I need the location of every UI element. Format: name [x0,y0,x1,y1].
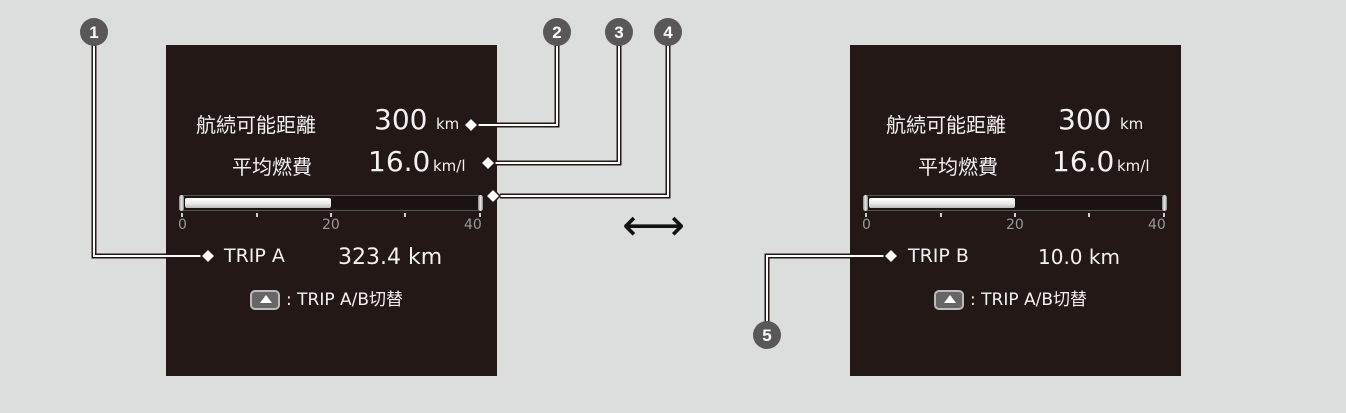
range-value: 300 [374,103,428,136]
trip-label: TRIP B [908,245,969,267]
fuel-gauge [179,195,483,211]
switch-hint: : TRIP A/B切替 [934,285,1087,310]
trip-switch-button-icon [250,290,280,310]
switch-text: : TRIP A/B切替 [286,290,404,310]
fuel-value: 16.0 [1052,145,1115,178]
display-panel-trip-b: 航続可能距離 300 km 平均燃費 16.0 km/l 0 20 40 TRI… [850,45,1181,376]
range-label: 航続可能距離 [196,113,316,137]
trip-label: TRIP A [224,245,285,267]
switch-text: : TRIP A/B切替 [970,290,1088,310]
fuel-label: 平均燃費 [918,155,998,179]
switch-hint: : TRIP A/B切替 [250,285,403,310]
range-label: 航続可能距離 [886,113,1006,137]
fuel-unit: km/l [1117,157,1150,175]
callout-2: 2 [552,23,561,42]
display-panel-trip-a: 航続可能距離 300 km 平均燃費 16.0 km/l 0 20 40 TRI… [166,45,497,376]
tick-label: 0 [178,217,187,233]
callout-5: 5 [762,326,771,345]
tick-label: 20 [322,217,340,233]
gauge-fill [185,198,331,208]
fuel-gauge [863,195,1167,211]
tick-label: 40 [1148,217,1166,233]
callout-1: 1 [89,23,98,42]
gauge-fill [869,198,1015,208]
trip-switch-button-icon [934,290,964,310]
tick-label: 40 [464,217,482,233]
callout-4: 4 [663,23,673,42]
tick-label: 0 [862,217,871,233]
tick-label: 20 [1006,217,1024,233]
fuel-label: 平均燃費 [232,155,312,179]
range-value: 300 [1058,103,1112,136]
trip-value: 10.0 km [1038,245,1120,269]
fuel-unit: km/l [433,157,466,175]
trip-value: 323.4 km [338,245,443,270]
callout-3: 3 [614,23,623,42]
range-unit: km [1120,115,1144,133]
switch-double-arrow-icon: ⟷ [622,200,686,251]
range-unit: km [436,115,460,133]
fuel-value: 16.0 [368,145,431,178]
